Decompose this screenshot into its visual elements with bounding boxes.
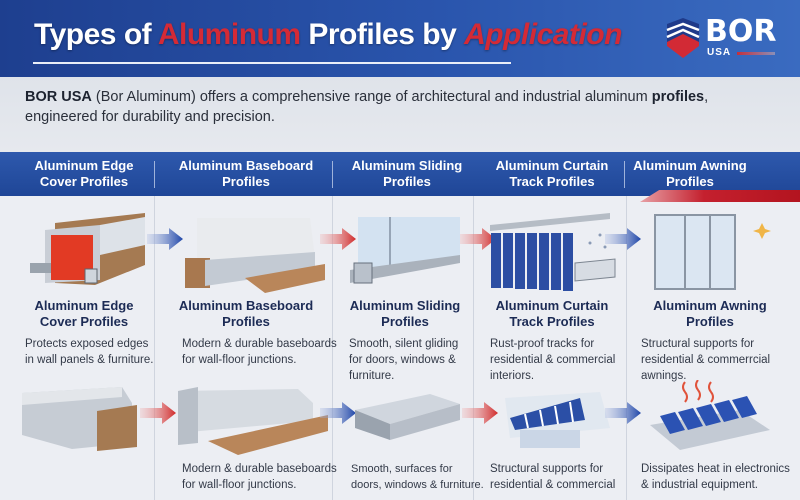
bor-usa-logo[interactable]: BOR USA — [665, 12, 785, 62]
title-underline — [33, 62, 511, 64]
arrow-right-icon — [460, 228, 496, 250]
edge-cover-profile-image — [30, 213, 145, 285]
arrow-right-icon — [320, 228, 356, 250]
band-label: Aluminum Edge — [34, 158, 134, 173]
column-divider — [154, 196, 155, 500]
column-divider — [473, 196, 474, 500]
band-label: Aluminum Baseboard — [178, 158, 314, 173]
band-label: Profiles — [222, 174, 270, 189]
band-label: Cover Profiles — [39, 174, 129, 189]
band-divider — [154, 161, 155, 188]
profile-bottom-desc-awning: Dissipates heat in electronics& industri… — [641, 463, 790, 491]
arrow-right-icon — [147, 228, 183, 250]
baseboard-profile-image — [185, 218, 325, 293]
baseboard-profile-image-2 — [178, 387, 328, 455]
intro-brand: BOR USA — [25, 89, 92, 105]
intro-section: BOR USA (Bor Aluminum) offers a comprehe… — [0, 77, 800, 152]
sliding-profile-image — [350, 217, 460, 284]
logo-name: BOR — [705, 14, 777, 49]
awning-enclosure-image — [654, 214, 771, 290]
arrow-right-icon — [462, 402, 498, 424]
arrow-right-icon — [605, 402, 641, 424]
intro-text-1: (Bor Aluminum) offers a comprehensive ra… — [91, 89, 652, 105]
intro-text-2: , engineered for durability and precisio… — [25, 89, 709, 125]
column-divider — [332, 196, 333, 500]
band-label: Track Profiles — [509, 174, 595, 189]
heat-sink-image — [650, 380, 770, 450]
column-divider — [626, 196, 627, 500]
intro-text: BOR USA (Bor Aluminum) offers a comprehe… — [25, 87, 765, 127]
band-label: Aluminum Awning — [633, 158, 747, 173]
intro-bold: profiles — [651, 89, 705, 105]
title-highlight: Aluminum — [157, 18, 301, 51]
arrow-right-icon — [140, 402, 176, 424]
band-label: Profiles — [383, 174, 431, 189]
logo-underline — [737, 52, 775, 55]
red-ribbon-accent — [640, 190, 800, 202]
edge-cover-profile-image-2 — [22, 387, 137, 451]
awning-structure-image — [505, 392, 610, 448]
band-divider — [624, 161, 625, 188]
band-label: Profiles — [666, 174, 714, 189]
logo-sub: USA — [707, 47, 732, 58]
title-part: Types of — [34, 18, 158, 51]
title-part: Profiles by — [300, 18, 465, 51]
arrow-right-icon — [320, 402, 356, 424]
band-label: Aluminum Sliding — [351, 158, 463, 173]
header-banner: Types of Aluminum Profiles by Applicatio… — [0, 0, 800, 77]
title-highlight: Application — [464, 18, 622, 51]
band-label: Aluminum Curtain — [495, 158, 609, 173]
shield-icon — [666, 18, 700, 58]
curtain-track-image — [490, 213, 616, 291]
arrow-right-icon — [605, 228, 641, 250]
page-title: Types of Aluminum Profiles by Applicatio… — [34, 18, 622, 52]
sliding-profile-image-2 — [355, 394, 460, 440]
band-divider — [332, 161, 333, 188]
